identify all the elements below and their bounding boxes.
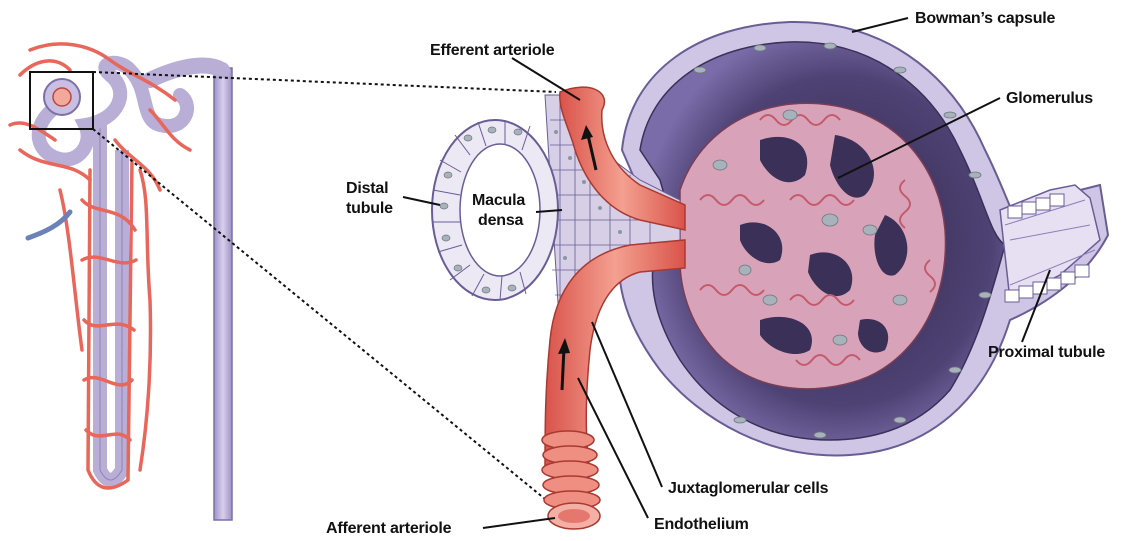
proximal-tubule [1000,185,1100,302]
leader-afferent-arteriole [483,518,555,528]
label-distal-tubule-line2: tubule [346,200,393,217]
collecting-duct-top [150,65,222,80]
label-proximal-tubule: Proximal tubule [988,344,1105,361]
label-bowmans-capsule: Bowman’s capsule [915,10,1055,27]
leader-efferent-arteriole [512,58,580,100]
label-glomerulus: Glomerulus [1006,90,1093,107]
label-distal-tubule-line1: Distal [346,180,388,197]
label-endothelium: Endothelium [654,516,749,533]
label-macula-densa-line1: Macula [472,192,525,209]
leader-bowmans-capsule [852,18,908,32]
label-macula-densa-line2: densa [478,212,523,229]
label-juxtaglomerular-cells: Juxtaglomerular cells [668,480,828,497]
label-afferent-arteriole: Afferent arteriole [326,520,451,537]
collecting-duct [214,68,232,520]
loop-of-henle [100,120,122,480]
glomerulus [680,103,945,389]
label-efferent-arteriole: Efferent arteriole [430,42,554,59]
distal-tubule [432,120,558,300]
vein-branch [28,212,70,238]
